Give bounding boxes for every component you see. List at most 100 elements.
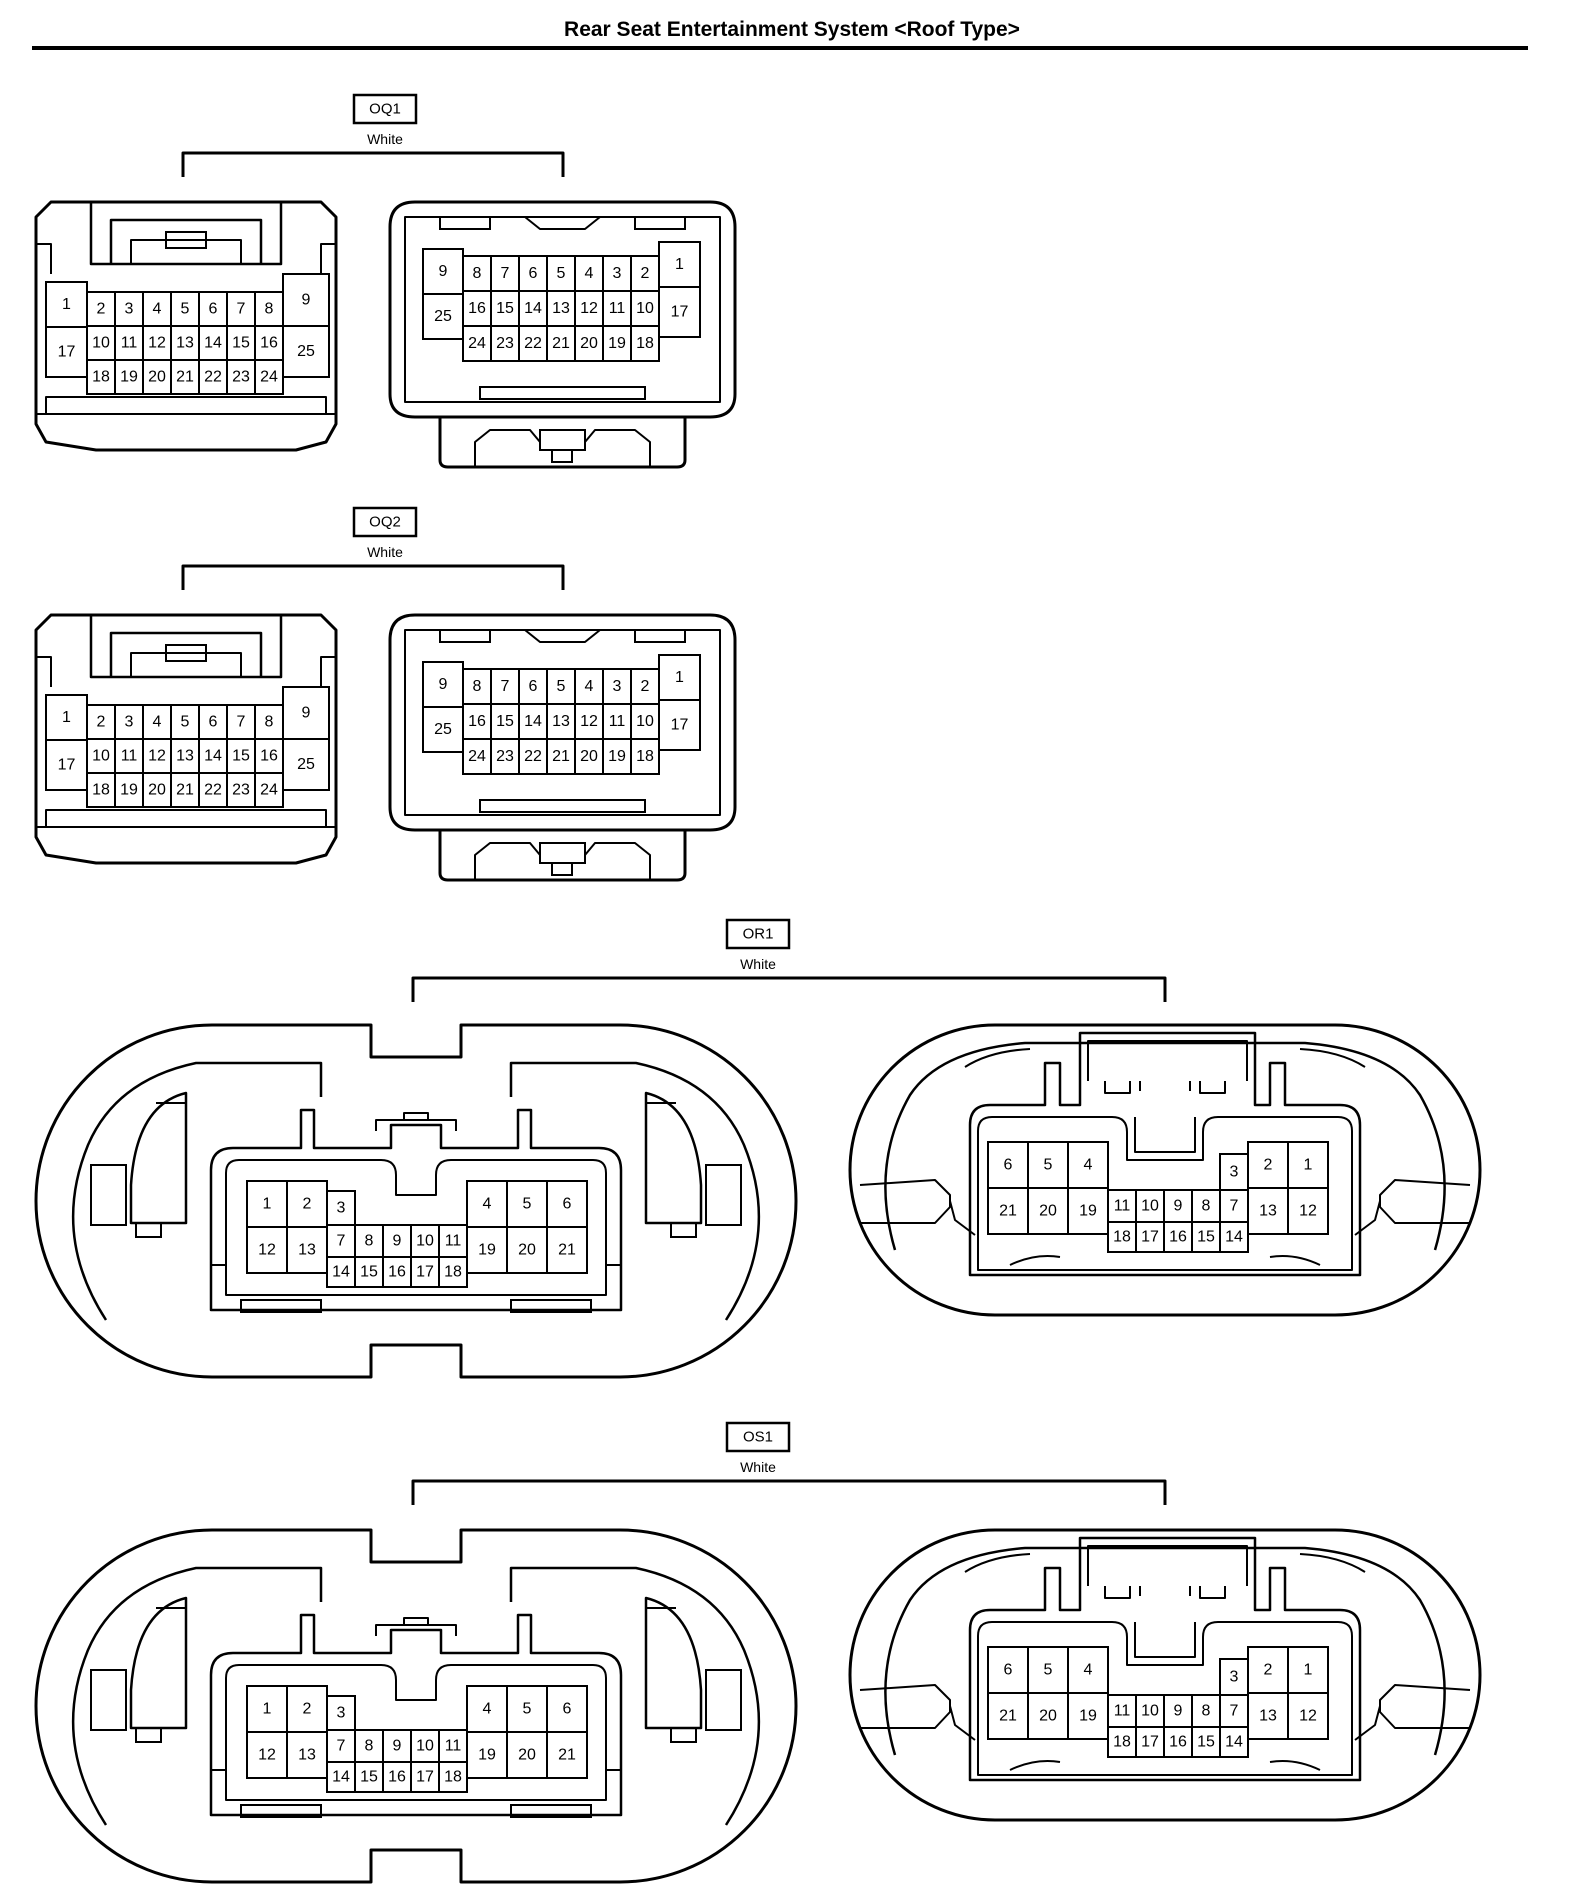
pin-cell: 24: [462, 738, 492, 775]
pin-label: 15: [360, 1769, 378, 1786]
pin-label: 16: [260, 748, 278, 765]
pin-label: 12: [148, 748, 166, 765]
pin-label: 1: [263, 1701, 272, 1718]
pin-cell: 22: [518, 325, 548, 362]
pin-label: 14: [204, 748, 222, 765]
pin-cell: 3: [326, 1695, 356, 1731]
pin-label: 6: [209, 301, 218, 318]
pin-label: 13: [552, 300, 570, 317]
pin-cell: 9: [382, 1224, 412, 1258]
pin-label: 20: [580, 335, 598, 352]
pin-cell: 8: [254, 704, 284, 740]
pin-cell: 12: [1287, 1187, 1329, 1235]
pin-cell: 15: [354, 1256, 384, 1288]
pin-cell: 7: [226, 704, 256, 740]
pin-label: 18: [1113, 1734, 1131, 1751]
pin-cell: 12: [142, 325, 172, 361]
pin-cell: 19: [1067, 1187, 1109, 1235]
pin-cell: 22: [198, 359, 228, 395]
pin-label: 25: [434, 721, 452, 738]
pin-label: 8: [1202, 1198, 1211, 1215]
pin-label: 23: [232, 369, 250, 386]
pin-cell: 21: [546, 325, 576, 362]
pin-cell: 11: [1107, 1189, 1137, 1223]
pin-label: 19: [1079, 1708, 1097, 1725]
pin-label: 15: [232, 748, 250, 765]
pin-label: 6: [529, 678, 538, 695]
pin-cell: 10: [1135, 1189, 1165, 1223]
pin-label: 7: [1230, 1703, 1239, 1720]
pin-label: 13: [298, 1747, 316, 1764]
pin-cell: 4: [1067, 1141, 1109, 1189]
pin-cell: 24: [462, 325, 492, 362]
pin-label: 24: [260, 369, 278, 386]
pin-label: 14: [1225, 1734, 1243, 1751]
pin-cell: 13: [546, 703, 576, 740]
pin-label: 22: [204, 369, 222, 386]
pin-cell: 21: [987, 1692, 1029, 1740]
pin-label: 18: [636, 335, 654, 352]
connector-housing-right: [388, 200, 737, 469]
pin-cell: 4: [142, 704, 172, 740]
pin-label: 7: [237, 714, 246, 731]
pin-cell: 16: [382, 1761, 412, 1793]
pin-label: 18: [636, 748, 654, 765]
pin-label: 22: [524, 748, 542, 765]
pin-cell: 16: [1163, 1221, 1193, 1253]
pin-cell: 14: [518, 290, 548, 327]
pin-cell: 14: [326, 1256, 356, 1288]
pin-cell: 3: [602, 668, 632, 705]
pin-label: 9: [393, 1738, 402, 1755]
pin-label: 15: [1197, 1229, 1215, 1246]
pin-label: 20: [518, 1242, 536, 1259]
pin-cell: 11: [114, 325, 144, 361]
pin-label: 6: [1004, 1662, 1013, 1679]
pin-label: 23: [232, 782, 250, 799]
pin-label: 13: [1259, 1203, 1277, 1220]
pin-cell: 13: [286, 1226, 328, 1274]
pin-label: 23: [496, 335, 514, 352]
pin-cell: 4: [142, 291, 172, 327]
pin-cell: 7: [1219, 1189, 1249, 1223]
pin-cell: 3: [1219, 1658, 1249, 1696]
pin-label: 24: [468, 335, 486, 352]
pin-cell: 10: [630, 290, 660, 327]
pin-cell: 22: [518, 738, 548, 775]
pin-label: 5: [181, 301, 190, 318]
pin-label: 17: [416, 1769, 434, 1786]
pin-cell: 6: [987, 1646, 1029, 1694]
pin-label: 6: [563, 1196, 572, 1213]
pin-cell: 12: [574, 703, 604, 740]
pin-cell: 7: [490, 668, 520, 705]
pin-label: 21: [176, 369, 194, 386]
pin-cell: 6: [198, 291, 228, 327]
pin-label: 1: [263, 1196, 272, 1213]
pin-label: 12: [148, 335, 166, 352]
pin-label: 21: [552, 335, 570, 352]
pin-label: 2: [97, 301, 106, 318]
pin-label: 11: [1114, 1198, 1131, 1215]
connector-color: White: [740, 1459, 776, 1475]
pin-cell: 20: [1027, 1692, 1069, 1740]
pin-cell: 18: [86, 772, 116, 808]
pin-cell: 13: [170, 325, 200, 361]
pin-cell: 17: [658, 286, 701, 338]
pin-label: 15: [232, 335, 250, 352]
pin-label: 10: [1141, 1198, 1159, 1215]
pin-cell: 5: [170, 704, 200, 740]
pin-label: 1: [675, 256, 684, 273]
pin-cell: 15: [490, 703, 520, 740]
pin-cell: 23: [490, 738, 520, 775]
pin-label: 21: [552, 748, 570, 765]
pin-cell: 13: [170, 738, 200, 774]
pin-cell: 2: [630, 668, 660, 705]
pin-label: 4: [153, 301, 162, 318]
pin-label: 1: [675, 669, 684, 686]
pin-cell: 18: [438, 1256, 468, 1288]
pin-cell: 10: [1135, 1694, 1165, 1728]
pin-label: 23: [496, 748, 514, 765]
